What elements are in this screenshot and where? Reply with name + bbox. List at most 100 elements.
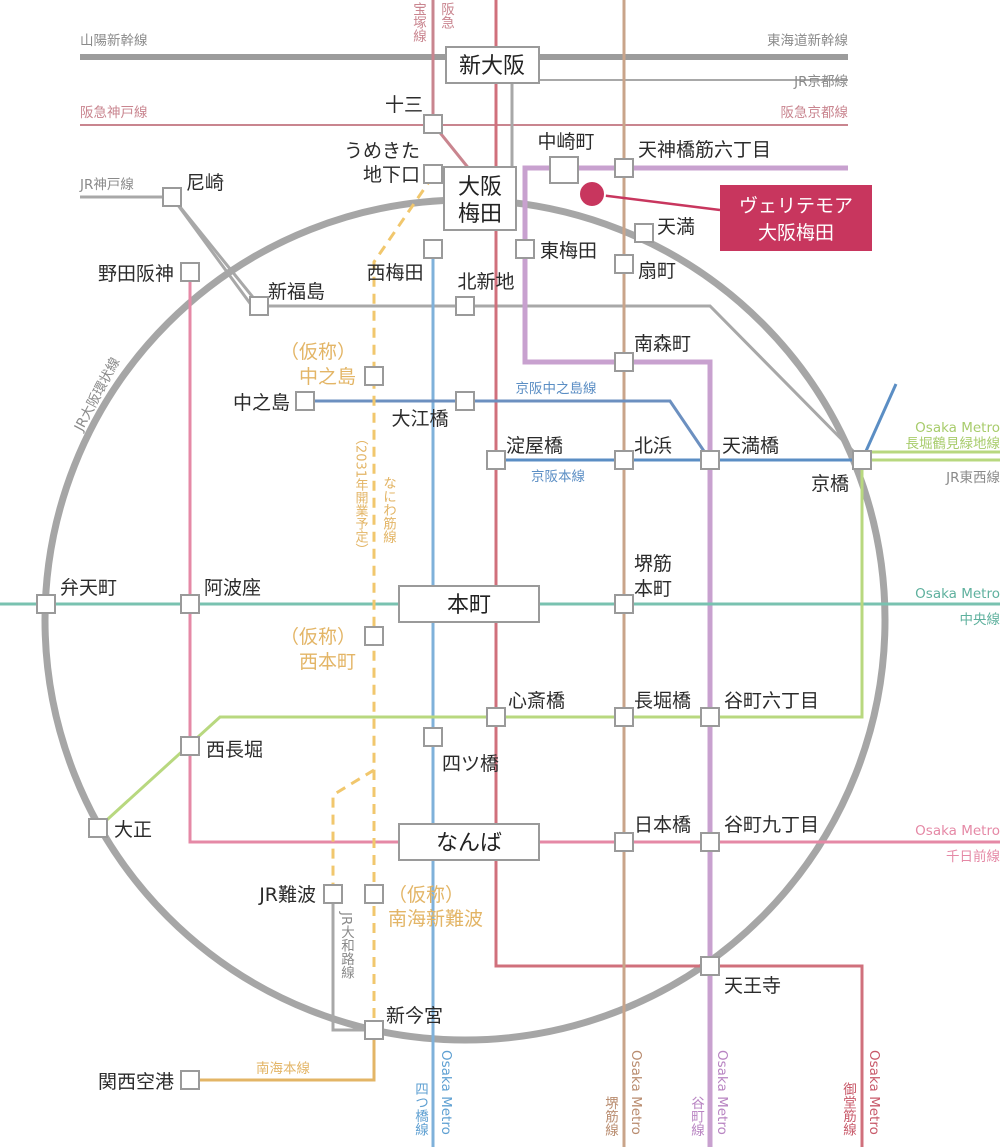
station-box-awaza xyxy=(180,594,200,614)
line-label-sennichimae-metro: Osaka Metro xyxy=(915,823,1000,839)
midosuji-line xyxy=(494,0,864,1147)
station-label-shin-osaka: 新大阪 xyxy=(459,54,525,79)
station-label-namba: なんば xyxy=(436,831,502,856)
station-box-nishi-nagahori xyxy=(180,736,200,756)
station-label-osaka-umeda-2: 梅田 xyxy=(458,202,502,227)
station-label-nagahoribashi: 長堀橋 xyxy=(634,690,691,712)
line-label-tanimachi-metro: Osaka Metro xyxy=(714,1050,730,1135)
station-label-tenjinbashisuji: 天神橋筋六丁目 xyxy=(638,139,771,161)
station-box-kitahama xyxy=(614,450,634,470)
line-label-tanimachi-name: 谷町線 xyxy=(688,1096,705,1137)
station-label-kasho-nankai-2: 南海新難波 xyxy=(388,908,483,930)
station-box-namba xyxy=(398,823,540,861)
line-label-takarazuka: 宝塚線 xyxy=(410,2,427,43)
station-label-ogimachi: 扇町 xyxy=(638,260,676,282)
station-label-yodoyabashi: 淀屋橋 xyxy=(506,435,563,457)
station-box-kyobashi xyxy=(852,450,872,470)
line-label-tokaido-shinkansen: 東海道新幹線 xyxy=(767,32,848,49)
station-box-osaka-umeda xyxy=(443,166,517,231)
station-label-tanimachi-6: 谷町六丁目 xyxy=(724,690,819,712)
hanshin-line xyxy=(188,271,1000,844)
station-box-shin-fukushima xyxy=(249,296,269,316)
station-markers xyxy=(36,46,872,1090)
station-box-umekita xyxy=(423,164,443,184)
jr-kobe-branch xyxy=(170,196,262,307)
station-box-kasho-nakanoshima xyxy=(364,366,384,386)
station-label-kasho-nishihonmachi-2: 西本町 xyxy=(299,651,356,673)
station-box-tanimachi-6 xyxy=(700,707,720,727)
station-labels: 新大阪 十三 うめきた 地下口 大阪 梅田 中崎町 天神橋筋六丁目 尼崎 天満 … xyxy=(60,54,849,1093)
nagahori-line xyxy=(96,450,1000,830)
line-label-midosuji-name: 御堂筋線 xyxy=(840,1082,857,1137)
station-label-kasho-nakanoshima-1: （仮称） xyxy=(280,341,356,363)
nankai-main-line xyxy=(190,1030,376,1082)
jr-yamatoji-line xyxy=(331,892,374,1032)
line-label-nagahori-metro: Osaka Metro xyxy=(915,420,1000,436)
station-box-oebashi xyxy=(455,391,475,411)
line-label-sakaisuji-metro: Osaka Metro xyxy=(628,1050,644,1135)
station-box-shin-osaka xyxy=(445,46,540,84)
station-box-ogimachi xyxy=(614,254,634,274)
station-box-yodoyabashi xyxy=(486,450,506,470)
station-label-shin-fukushima: 新福島 xyxy=(268,281,325,303)
station-box-kasho-nankai xyxy=(364,884,384,904)
station-box-taisho xyxy=(88,818,108,838)
station-box-honmachi xyxy=(398,585,540,623)
line-label-sakaisuji-name: 堺筋線 xyxy=(602,1096,619,1137)
line-label-sanyo-shinkansen: 山陽新幹線 xyxy=(80,32,148,49)
line-label-naniwasuji: なにわ筋線 xyxy=(380,476,397,544)
property-name-line1: ヴェリテモア xyxy=(739,195,853,217)
station-label-tenma: 天満 xyxy=(657,216,695,238)
station-box-juso xyxy=(423,114,443,134)
station-label-sakaisuji-honmachi-1: 堺筋 xyxy=(634,553,672,575)
line-label-keihan-nakanoshima: 京阪中之島線 xyxy=(516,381,597,397)
station-box-shinsaibashi xyxy=(486,707,506,727)
line-label-jr-kobe: JR神戸線 xyxy=(79,177,134,193)
station-box-noda-hanshin xyxy=(180,262,200,282)
station-label-shin-imamiya: 新今宮 xyxy=(386,1005,443,1027)
station-box-kitashinchi xyxy=(455,296,475,316)
station-box-tanimachi-9 xyxy=(700,832,720,852)
station-label-minamimorimachi: 南森町 xyxy=(634,333,691,355)
station-box-minamimorimachi xyxy=(614,352,634,372)
line-label-keihan-main: 京阪本線 xyxy=(531,469,585,485)
property-name-line2: 大阪梅田 xyxy=(758,222,834,244)
station-label-kasho-nakanoshima-2: 中之島 xyxy=(299,366,356,388)
station-label-amagasaki: 尼崎 xyxy=(186,172,224,194)
station-label-nakanoshima: 中之島 xyxy=(233,392,290,414)
property-label-box xyxy=(720,185,872,251)
station-box-higashi-umeda xyxy=(515,239,535,259)
line-label-jr-tozai: JR東西線 xyxy=(945,470,1000,486)
station-label-shinsaibashi: 心斎橋 xyxy=(508,690,565,712)
station-label-noda-hanshin: 野田阪神 xyxy=(98,263,174,285)
station-label-osaka-umeda-1: 大阪 xyxy=(458,175,502,200)
tanimachi-line xyxy=(522,165,848,1147)
line-label-sennichimae-name: 千日前線 xyxy=(946,848,1000,865)
station-box-tennoji xyxy=(700,956,720,976)
line-label-yotsubashi-metro: Osaka Metro xyxy=(438,1050,454,1135)
station-box-tenjinbashisuji xyxy=(614,158,634,178)
line-label-hankyu: 阪急 xyxy=(438,2,455,30)
station-label-bentencho: 弁天町 xyxy=(60,577,117,599)
station-box-yotsubashi xyxy=(423,727,443,747)
line-label-chuo-metro: Osaka Metro xyxy=(915,586,1000,602)
line-label-nagahori-name: 長堀鶴見緑地線 xyxy=(906,435,1000,452)
station-box-nipponbashi xyxy=(614,832,634,852)
station-box-kasho-nishihonmachi xyxy=(364,626,384,646)
station-box-amagasaki xyxy=(162,187,182,207)
station-label-oebashi: 大江橋 xyxy=(391,408,448,430)
station-label-tennoji: 天王寺 xyxy=(724,975,781,997)
line-label-hankyu-kobe: 阪急神戸線 xyxy=(80,105,148,121)
station-label-temmabashi: 天満橋 xyxy=(722,435,779,457)
line-label-naniwasuji-plan: （2031年開業予定） xyxy=(353,432,369,556)
station-box-nagahoribashi xyxy=(614,707,634,727)
station-label-kyobashi: 京橋 xyxy=(811,473,849,495)
station-box-nakazakicho xyxy=(549,156,579,184)
station-label-taisho: 大正 xyxy=(114,819,152,841)
keihan-nakanoshima-line xyxy=(305,399,712,461)
station-label-sakaisuji-honmachi-2: 本町 xyxy=(634,578,672,600)
station-label-kitashinchi: 北新地 xyxy=(457,271,514,293)
property-marker[interactable]: ヴェリテモア 大阪梅田 xyxy=(578,180,872,251)
station-label-kitahama: 北浜 xyxy=(634,435,672,457)
